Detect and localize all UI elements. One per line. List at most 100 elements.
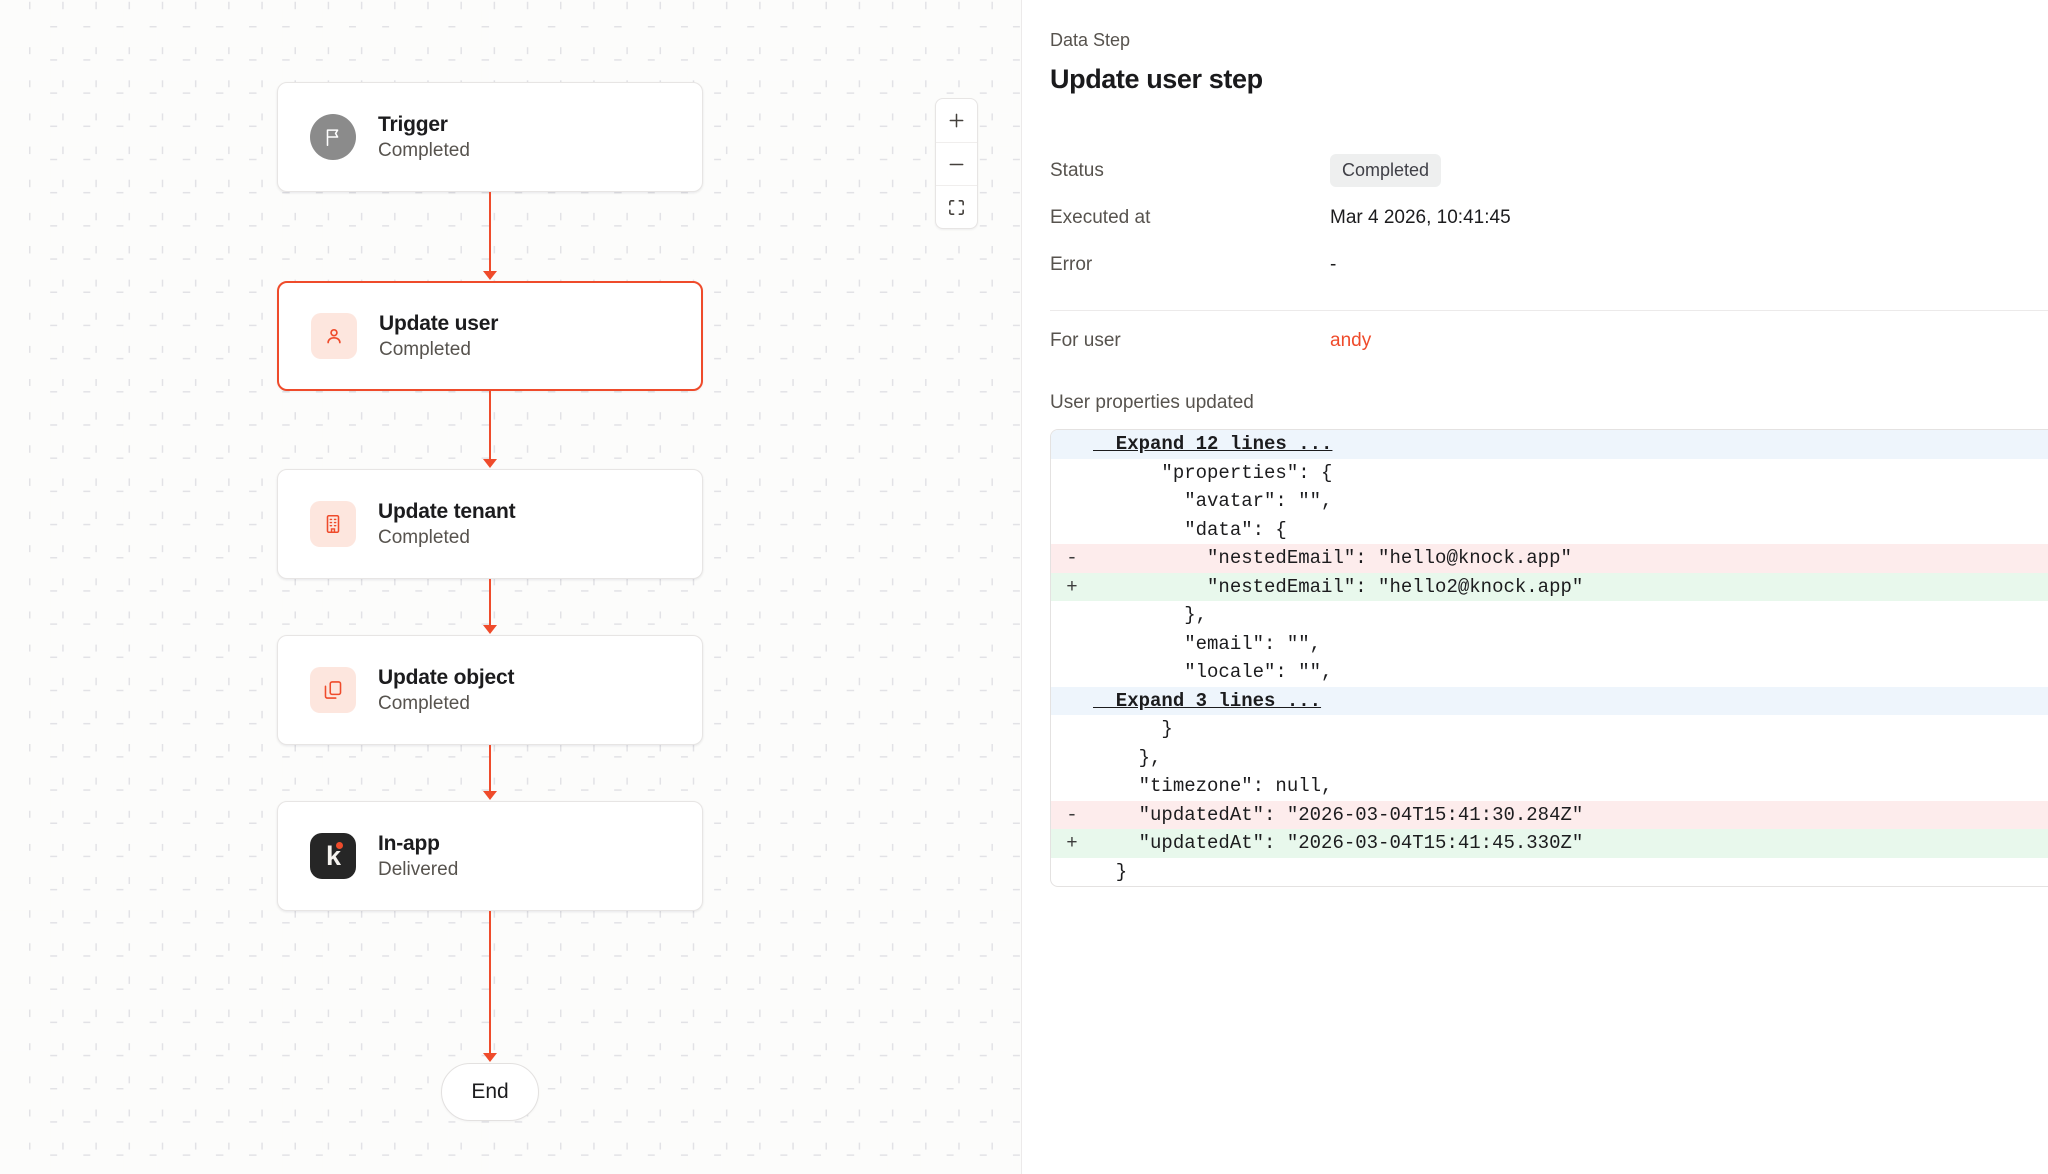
connector-line — [489, 745, 491, 792]
fit-view-button[interactable] — [936, 185, 977, 228]
connector-arrowhead — [483, 459, 497, 468]
divider — [1050, 310, 2048, 311]
meta-value: Completed — [1330, 154, 1442, 187]
properties-diff-viewer[interactable]: Expand 12 lines ... "properties": { "ava… — [1050, 429, 2048, 887]
connector-arrowhead — [483, 791, 497, 800]
diff-line: + "updatedAt": "2026-03-04T15:41:45.330Z… — [1051, 829, 2048, 858]
diff-marker — [1051, 430, 1093, 459]
connector-arrowhead — [483, 625, 497, 634]
node-title: In-app — [378, 831, 440, 855]
diff-code: "nestedEmail": "hello@knock.app" — [1093, 547, 1572, 569]
building-icon — [310, 501, 356, 547]
panel-eyebrow: Data Step — [1050, 30, 1131, 50]
node-status: Completed — [379, 338, 471, 360]
meta-label: Error — [1050, 253, 1093, 275]
diff-marker — [1051, 601, 1093, 630]
diff-marker: + — [1066, 575, 1078, 598]
node-title: Update user — [379, 311, 499, 335]
step-details-panel: Data Step Update user step Status Complet… — [1022, 0, 2048, 1174]
end-node[interactable]: End — [441, 1063, 539, 1121]
diff-line: - "nestedEmail": "hello@knock.app" — [1051, 544, 2048, 573]
diff-marker — [1051, 772, 1093, 801]
diff-marker: + — [1066, 832, 1078, 854]
zoom-out-button[interactable] — [936, 142, 977, 185]
diff-line: "avatar": "", — [1051, 487, 2048, 516]
diff-marker: - — [1066, 803, 1078, 826]
connector-line — [489, 192, 491, 272]
meta-label: Status — [1050, 159, 1104, 181]
fit-view-icon — [949, 199, 964, 215]
flag-icon — [310, 114, 356, 160]
diff-marker — [1051, 858, 1093, 887]
diff-line: "email": "", — [1051, 630, 2048, 659]
node-title: Trigger — [378, 112, 448, 136]
diff-code: "avatar": "", — [1093, 490, 1333, 512]
diff-line: "properties": { — [1051, 459, 2048, 488]
diff-line: }, — [1051, 744, 2048, 773]
for-user-value[interactable]: andy — [1330, 329, 1372, 351]
copy-icon — [310, 667, 356, 713]
diff-line: "timezone": null, — [1051, 772, 2048, 801]
diff-code: "nestedEmail": "hello2@knock.app" — [1093, 575, 1584, 598]
diff-code: } — [1093, 718, 1173, 740]
diff-line: } — [1051, 715, 2048, 744]
connector-line — [489, 911, 491, 1054]
properties-updated-label: User properties updated — [1050, 392, 1254, 413]
connector-arrowhead — [483, 1053, 497, 1062]
node-title: Update tenant — [378, 499, 516, 523]
meta-row: Executed at Mar 4 2026, 10:41:45 — [1050, 194, 2048, 241]
diff-marker: - — [1066, 547, 1078, 569]
diff-code: } — [1093, 860, 1128, 883]
end-node-label: End — [471, 1080, 509, 1103]
expand-lines-link[interactable]: Expand 12 lines ... — [1093, 433, 1333, 455]
page-title: Update user step — [1050, 64, 1263, 94]
diff-code: "data": { — [1093, 518, 1287, 541]
for-user-label: For user — [1050, 329, 1121, 351]
zoom-controls — [935, 98, 978, 229]
connector-line — [489, 391, 491, 460]
diff-line: "data": { — [1051, 516, 2048, 545]
zoom-in-button[interactable] — [936, 99, 977, 142]
diff-code: }, — [1093, 746, 1162, 769]
meta-value: - — [1330, 253, 1337, 275]
diff-marker — [1051, 630, 1093, 659]
diff-marker — [1051, 687, 1093, 716]
diff-code: }, — [1093, 604, 1208, 626]
expand-lines-link[interactable]: Expand 3 lines ... — [1093, 689, 1322, 712]
node-status: Completed — [378, 139, 470, 161]
diff-marker — [1051, 487, 1093, 516]
user-icon — [311, 313, 357, 359]
diff-code: "timezone": null, — [1093, 775, 1333, 797]
meta-label: Executed at — [1050, 206, 1151, 228]
node-status: Completed — [378, 692, 470, 714]
diff-marker — [1051, 658, 1093, 687]
diff-code: "email": "", — [1093, 632, 1322, 655]
diff-marker — [1051, 459, 1093, 488]
connector-line — [489, 579, 491, 626]
diff-expand-row[interactable]: Expand 12 lines ... — [1051, 430, 2048, 459]
diff-code: "updatedAt": "2026-03-04T15:41:30.284Z" — [1093, 803, 1584, 826]
diff-expand-row[interactable]: Expand 3 lines ... — [1051, 686, 2048, 716]
plus-icon — [949, 113, 964, 128]
meta-row: Status Completed — [1050, 147, 2048, 194]
diff-marker — [1051, 744, 1093, 773]
diff-line: }, — [1051, 601, 2048, 630]
diff-line: - "updatedAt": "2026-03-04T15:41:30.284Z… — [1051, 800, 2048, 829]
meta-value: Mar 4 2026, 10:41:45 — [1330, 206, 1511, 228]
diff-line: } — [1051, 858, 2048, 887]
diff-marker — [1051, 715, 1093, 744]
diff-code: "locale": "", — [1093, 661, 1333, 683]
diff-line: "locale": "", — [1051, 658, 2048, 687]
diff-line: + "nestedEmail": "hello2@knock.app" — [1051, 572, 2048, 601]
